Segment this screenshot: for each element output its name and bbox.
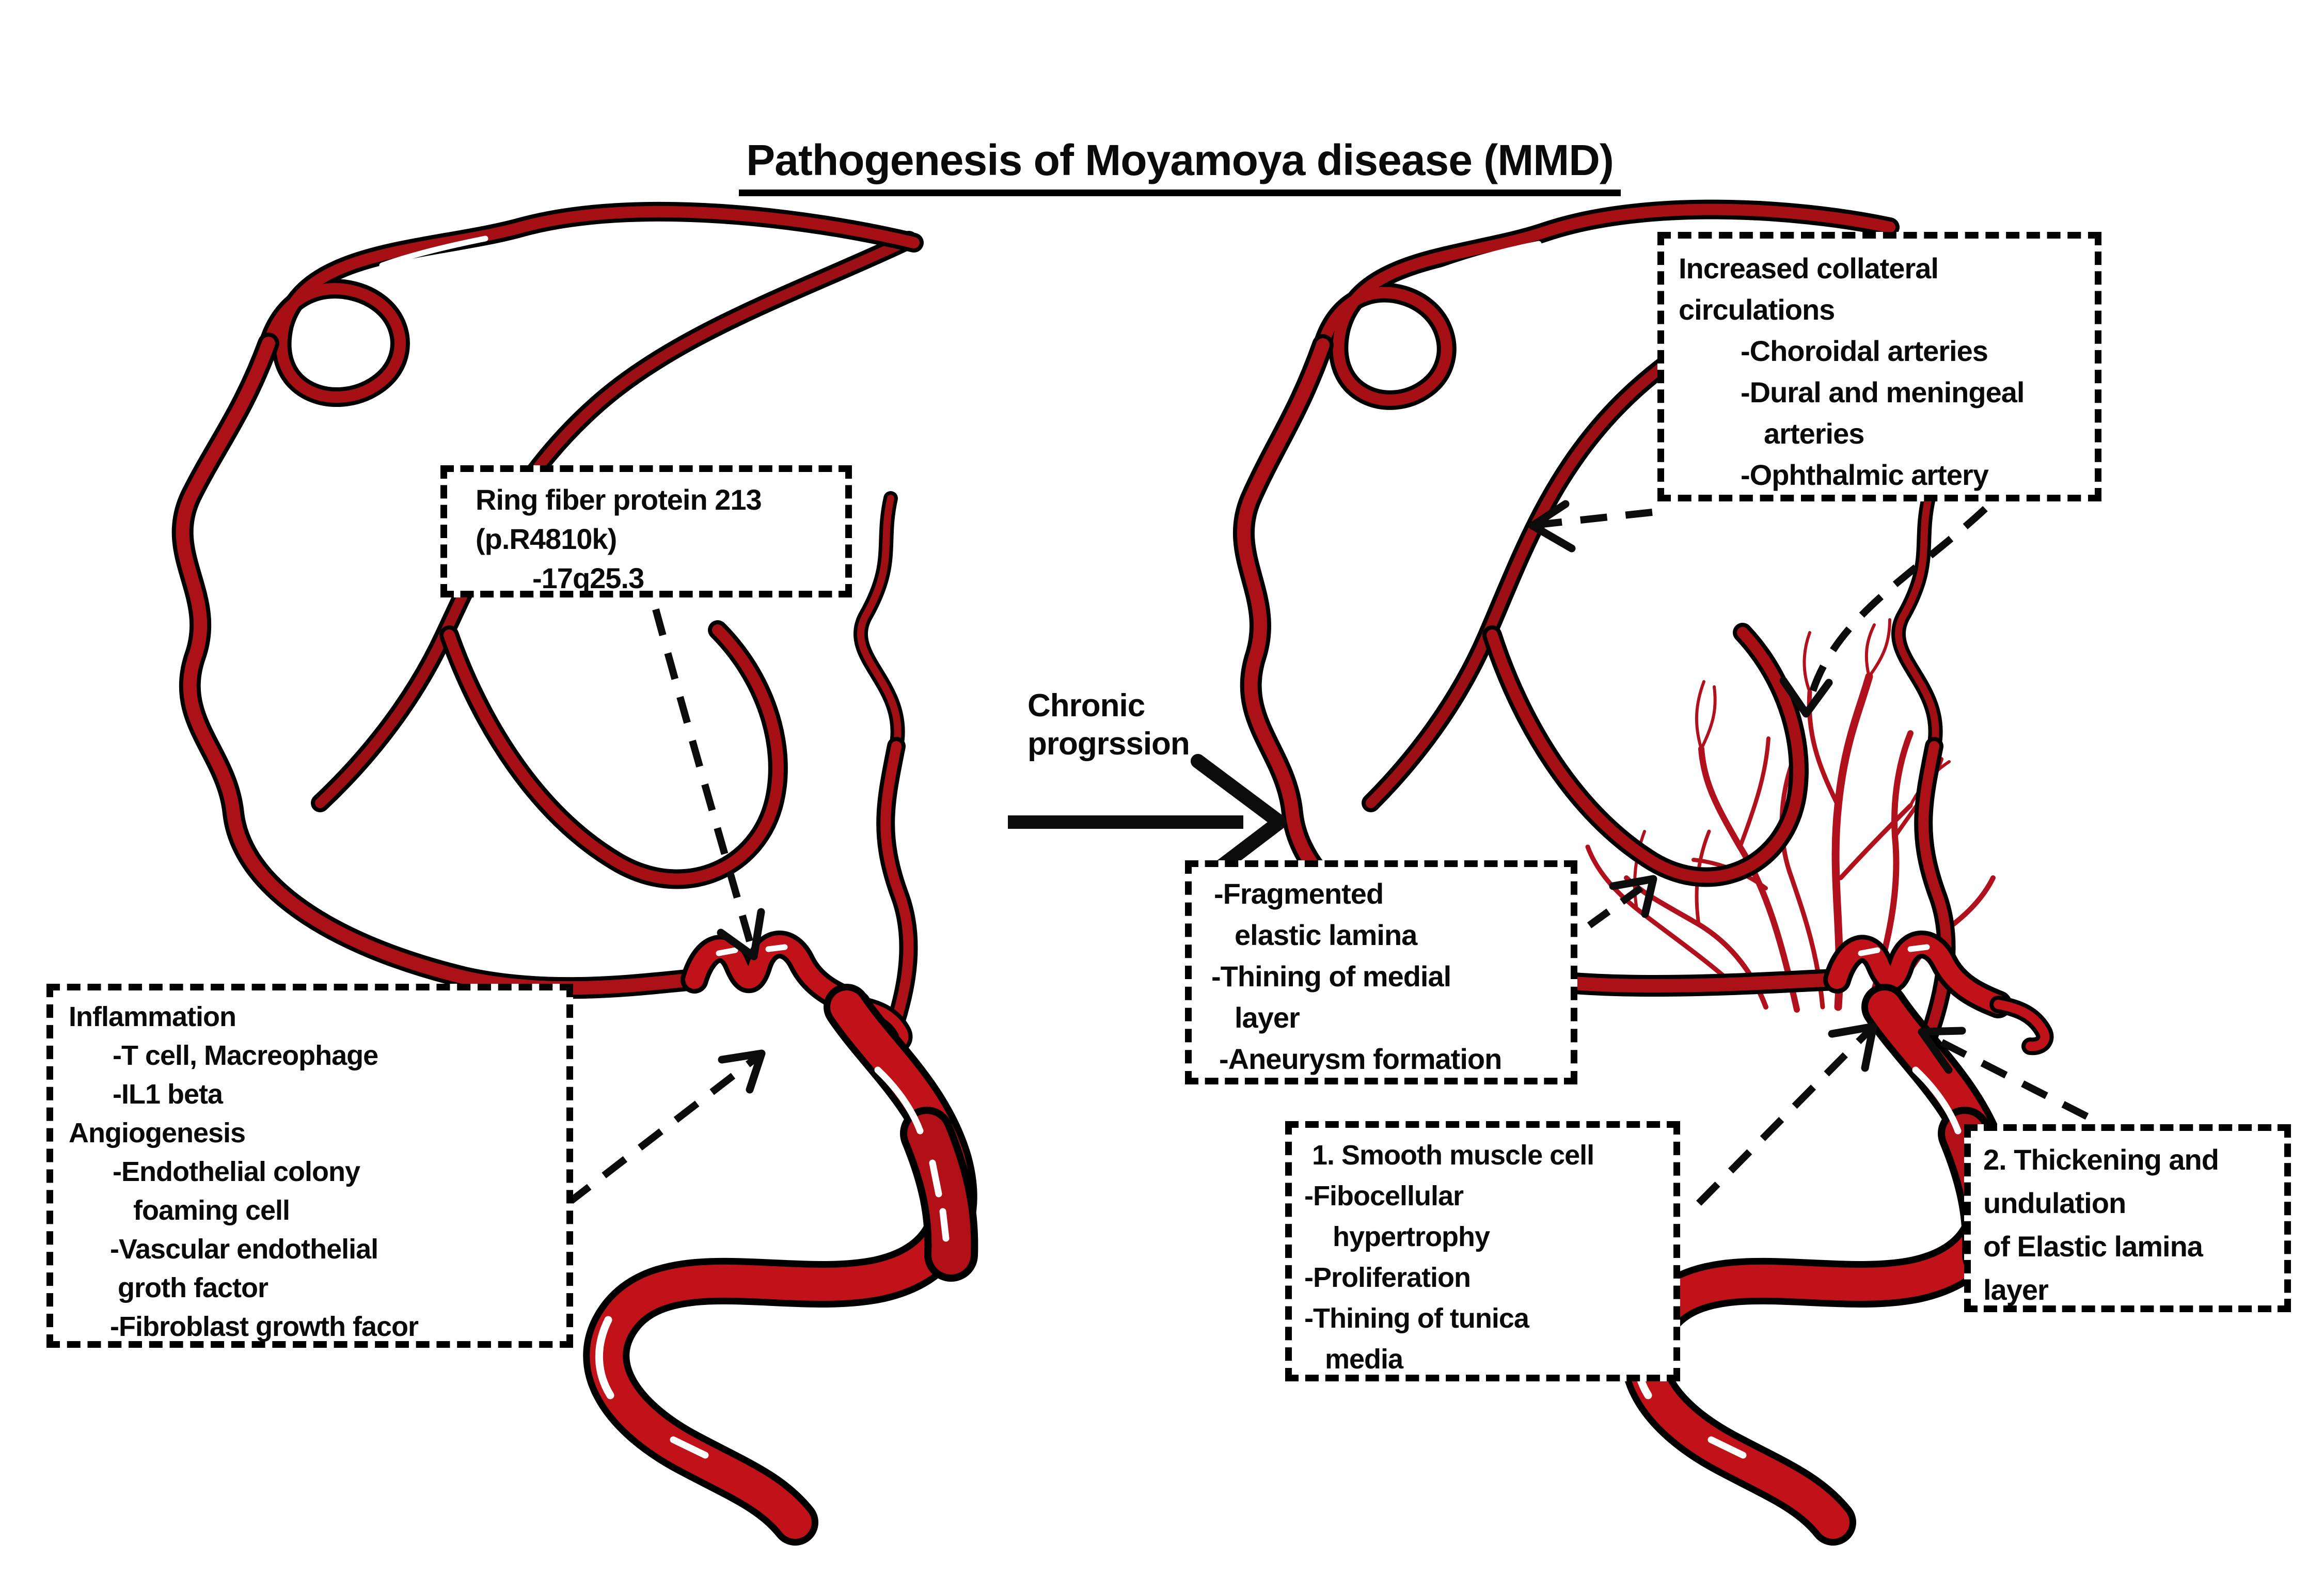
box-line: 1. Smooth muscle cell <box>1312 1140 1594 1171</box>
increased-collateral-box: Increased collateral circulations -Choro… <box>1657 232 2101 501</box>
annotation-arrows <box>565 500 2089 1206</box>
collateral-vessel-bush <box>1585 618 1996 1013</box>
box-line: -Endothelial colony <box>113 1156 360 1187</box>
box-line: -Fragmented <box>1214 877 1384 910</box>
smooth-muscle-cell-box: 1. Smooth muscle cell -Fibocellular hype… <box>1285 1121 1680 1381</box>
box-line: hypertrophy <box>1333 1221 1490 1252</box>
box-line: of Elastic lamina <box>1983 1230 2203 1263</box>
ring-fiber-arrow <box>652 608 765 961</box>
artery-figure-left <box>171 201 978 1546</box>
box-line: Angiogenesis <box>69 1117 246 1148</box>
box-line: Increased collateral <box>1679 252 1939 285</box>
box-line: -Fibroblast growth facor <box>110 1311 419 1342</box>
inflammation-angiogenesis-box: Inflammation -T cell, Macreophage -IL1 b… <box>46 984 573 1348</box>
box-line: elastic lamina <box>1235 919 1417 951</box>
collateral-left-arrow <box>1528 500 1653 553</box>
box-line: -Fibocellular <box>1304 1180 1464 1211</box>
thickening-undulation-box: 2. Thickening and undulation of Elastic … <box>1964 1124 2291 1312</box>
smooth-muscle-arrow <box>1696 1022 1877 1206</box>
chronic-line1: Chronic <box>1027 688 1145 723</box>
ring-fiber-protein-box: Ring fiber protein 213 (p.R4810k) -17q25… <box>440 465 852 597</box>
box-line: Ring fiber protein 213 <box>476 483 762 516</box>
box-line: -Choroidal arteries <box>1741 335 1988 367</box>
box-line: -Aneurysm formation <box>1219 1043 1502 1075</box>
box-line: -Thining of tunica <box>1304 1303 1529 1334</box>
box-line: foaming cell <box>133 1195 290 1226</box>
box-line: 2. Thickening and <box>1983 1143 2219 1176</box>
highlights-left <box>303 235 950 1459</box>
box-line: media <box>1325 1344 1403 1375</box>
box-line: -Thining of medial <box>1211 960 1451 993</box>
box-line: (p.R4810k) <box>476 523 617 555</box>
box-line: circulations <box>1679 293 1835 326</box>
box-line: layer <box>1235 1001 1300 1034</box>
box-line: layer <box>1983 1273 2049 1306</box>
collateral-down-arrow <box>1779 506 1988 718</box>
box-line: -17q25.3 <box>532 562 644 594</box>
page-title: Pathogenesis of Moyamoya disease (MMD) <box>645 135 1714 196</box>
box-line: -Proliferation <box>1304 1262 1471 1293</box>
box-line: -Ophthalmic artery <box>1741 459 1989 491</box>
fragmented-lamina-box: -Fragmented elastic lamina -Thining of m… <box>1185 860 1577 1084</box>
box-line: -IL1 beta <box>113 1079 223 1110</box>
box-line: arteries <box>1764 417 1864 450</box>
chronic-progression-label: Chronic progrssion <box>1027 687 1275 763</box>
box-line: -Vascular endothelial <box>110 1234 378 1265</box>
box-line: groth factor <box>118 1272 268 1303</box>
box-line: Inflammation <box>69 1001 236 1032</box>
inflammation-arrow <box>565 1049 766 1206</box>
box-line: -T cell, Macreophage <box>113 1040 378 1071</box>
box-line: undulation <box>1983 1187 2126 1219</box>
box-line: -Dural and meningeal <box>1741 376 2025 408</box>
thickening-arrow <box>1918 1027 2089 1120</box>
chronic-line2: progrssion <box>1027 726 1190 762</box>
fragmented-arrow <box>1587 875 1657 928</box>
